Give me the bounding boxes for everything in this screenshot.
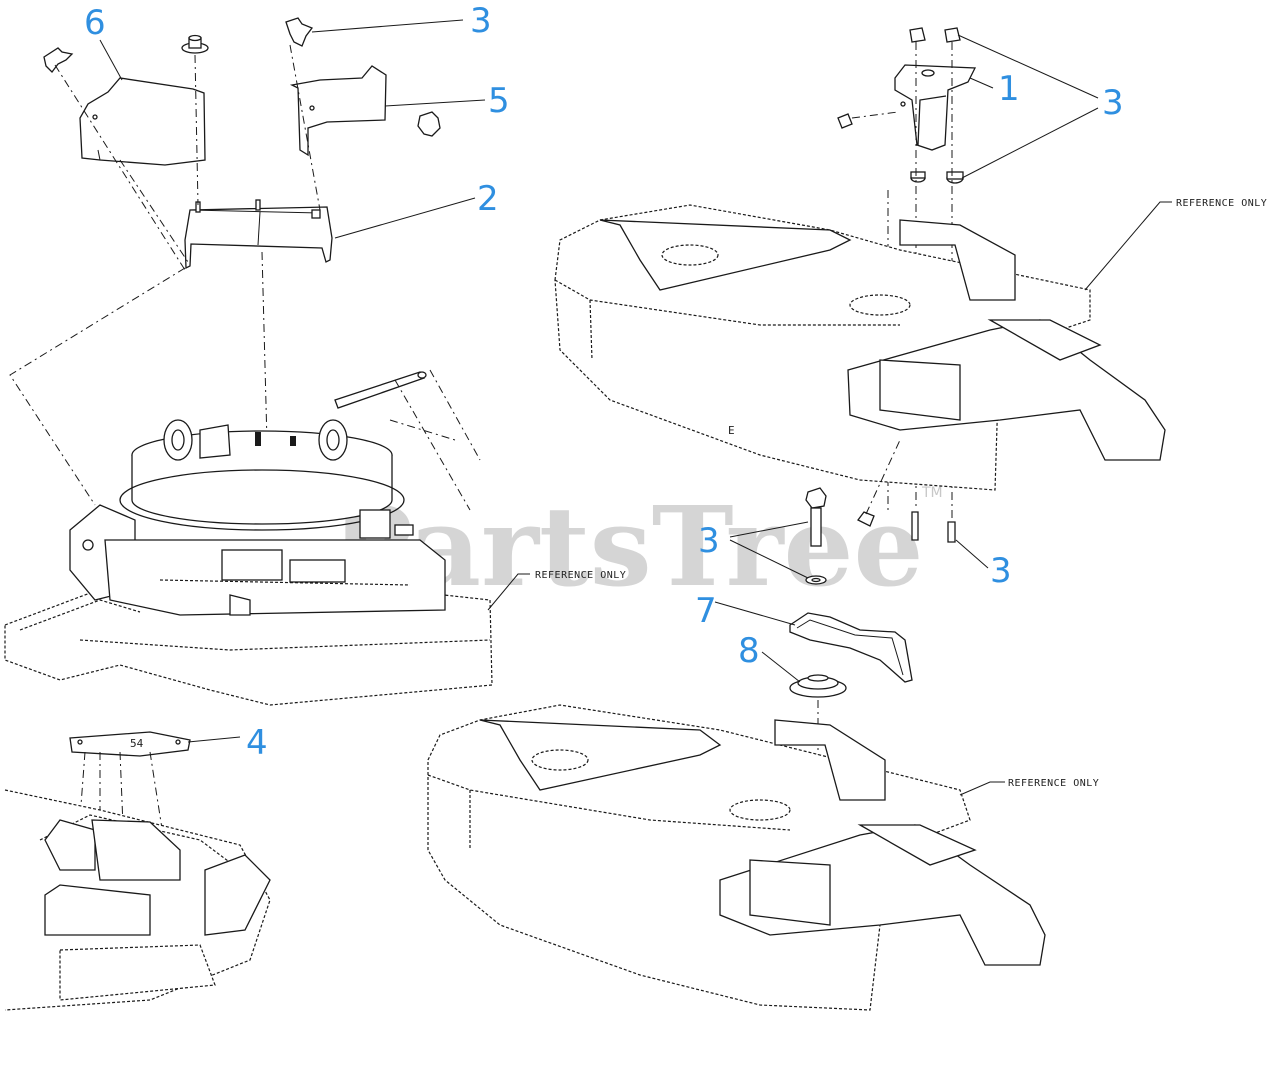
leader-1 (969, 77, 994, 89)
part-4-plate: 54 (69, 731, 191, 757)
callout-3-right-top: 3 (1102, 83, 1124, 123)
knob-right-5 (417, 111, 441, 137)
bolt-3-right (911, 511, 956, 543)
callout-3-center: 3 (698, 521, 720, 561)
reference-label-bottom-right: REFERENCE ONLY (1008, 778, 1099, 789)
leader-3c-2 (729, 539, 809, 579)
guide-line (851, 111, 899, 119)
leader-4 (187, 736, 241, 743)
leader-7 (714, 601, 796, 626)
guide-line (289, 44, 321, 211)
guide-line (119, 159, 191, 266)
reference-label-left: REFERENCE ONLY (535, 570, 626, 581)
guide-line (261, 251, 269, 481)
callout-4: 4 (246, 723, 268, 763)
part-6-guard (79, 77, 206, 166)
knob-3-top (285, 17, 314, 47)
leader-3b-1 (957, 34, 1099, 99)
lower-right-deck (427, 704, 1046, 1011)
leader-8 (761, 651, 801, 683)
part-5-guard (289, 65, 387, 157)
part-8-pulley (789, 674, 847, 698)
deck-letter-e: E (728, 424, 735, 437)
upper-right-deck: E (554, 204, 1166, 491)
guide-line (54, 64, 186, 271)
callout-8: 8 (738, 631, 760, 671)
part-7-belt (789, 612, 913, 683)
leader-3b-2 (961, 107, 1099, 179)
callout-6: 6 (84, 3, 106, 43)
reference-label-top-right: REFERENCE ONLY (1176, 198, 1267, 209)
callout-1: 1 (998, 69, 1020, 109)
callout-2: 2 (477, 179, 499, 219)
leader-ref-top (1084, 201, 1172, 291)
knob-nut-6 (181, 34, 209, 54)
knob-left (43, 47, 74, 73)
part-1-bracket (894, 64, 977, 151)
callout-3-right: 3 (990, 551, 1012, 591)
bolt-3-center (805, 487, 827, 585)
lower-left-deck (4, 751, 271, 1011)
leader-ref-left (487, 573, 530, 611)
leader-5 (384, 99, 486, 107)
left-assembly (4, 369, 493, 706)
callout-7: 7 (695, 591, 717, 631)
leader-ref-bottom (959, 781, 1005, 796)
guide-line (9, 267, 186, 506)
callout-5: 5 (488, 81, 510, 121)
leader-2 (334, 197, 476, 239)
leader-6 (99, 39, 123, 81)
callout-3-top: 3 (470, 1, 492, 41)
plate-mark: 54 (130, 737, 144, 750)
part-2-bracket (184, 199, 333, 270)
leader-3a (311, 19, 464, 33)
guide-line (194, 54, 199, 206)
leader-3d (955, 539, 989, 569)
watermark-tm: TM (921, 485, 943, 501)
pin-center (857, 439, 901, 527)
leader-3c-1 (729, 521, 809, 538)
fasteners-top (837, 27, 964, 184)
